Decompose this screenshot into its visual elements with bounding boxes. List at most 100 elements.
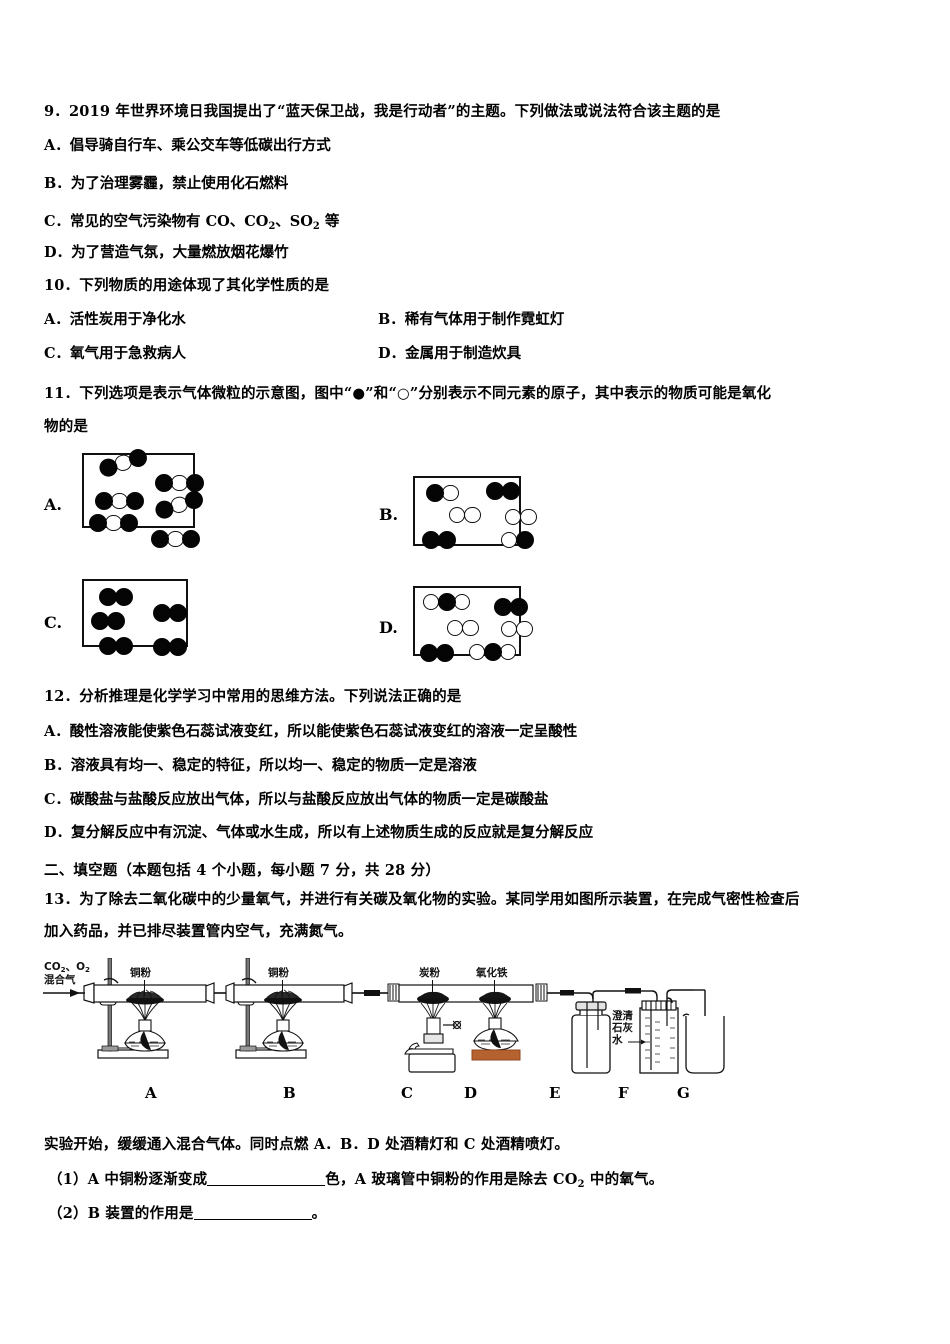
figure-device-letter-e: E bbox=[549, 1084, 561, 1102]
question-11-stem-line2: 物的是 bbox=[44, 418, 89, 435]
question-10-option-d[interactable]: D．金属用于制造炊具 bbox=[378, 345, 522, 362]
question-12-option-c[interactable]: C．碳酸盐与盐酸反应放出气体，所以与盐酸反应放出气体的物质一定是碳酸盐 bbox=[44, 791, 549, 808]
question-10-option-b[interactable]: B．稀有气体用于制作霓虹灯 bbox=[378, 311, 565, 328]
question-9-option-a[interactable]: A．倡导骑自行车、乘公交车等低碳出行方式 bbox=[44, 137, 331, 154]
atom-black bbox=[186, 474, 204, 492]
figure-label-copper-powder-a: 铜粉 bbox=[130, 967, 151, 979]
atom-black bbox=[114, 637, 133, 655]
atom-white bbox=[448, 506, 466, 524]
answer-blank-1[interactable] bbox=[207, 1171, 326, 1186]
atom-black bbox=[168, 638, 187, 656]
atom-black bbox=[114, 588, 133, 606]
atom-white bbox=[462, 619, 479, 637]
atom-black bbox=[126, 492, 144, 510]
atom-white bbox=[446, 619, 464, 637]
question-12-stem: 12．分析推理是化学学习中常用的思维方法。下列说法正确的是 bbox=[44, 688, 462, 705]
question-11-option-c-diagram[interactable] bbox=[82, 579, 188, 656]
question-12-option-d[interactable]: D．复分解反应中有沉淀、气体或水生成，所以有上述物质生成的反应就是复分解反应 bbox=[44, 824, 594, 841]
question-12-option-b[interactable]: B．溶液具有均一、稳定的特征，所以均一、稳定的物质一定是溶液 bbox=[44, 757, 477, 774]
question-13-stem-line1: 13．为了除去二氧化碳中的少量氧气，并进行有关碳及氧化物的实验。某同学用如图所示… bbox=[44, 891, 800, 908]
figure-label-iron-oxide: 氧化铁 bbox=[476, 967, 508, 979]
question-12-option-a[interactable]: A．酸性溶液能使紫色石蕊试液变红，所以能使紫色石蕊试液变红的溶液一定呈酸性 bbox=[44, 723, 578, 740]
molecule-ww bbox=[499, 619, 533, 638]
molecule-bwb bbox=[152, 488, 206, 521]
molecule-bwb bbox=[88, 513, 138, 532]
question-11-option-a-label: A. bbox=[44, 495, 62, 514]
question-11-option-d-label: D. bbox=[379, 618, 398, 637]
atom-white bbox=[500, 531, 518, 549]
answer-blank-2[interactable] bbox=[193, 1205, 312, 1220]
question-11-option-b-label: B. bbox=[379, 505, 399, 524]
atom-white bbox=[464, 506, 481, 524]
figure-inlet-label-line1: CO2、O2 bbox=[44, 961, 91, 974]
figure-label-copper-powder-b: 铜粉 bbox=[268, 967, 289, 979]
figure-device-letter-a: A bbox=[145, 1084, 157, 1102]
molecule-bb bbox=[419, 643, 454, 662]
molecule-bb bbox=[98, 636, 133, 655]
atom-black bbox=[120, 514, 138, 532]
question-9-option-b[interactable]: B．为了治理雾霾，禁止使用化石燃料 bbox=[44, 175, 289, 192]
molecule-ww bbox=[503, 507, 537, 526]
leader-line-copper-a bbox=[144, 980, 145, 996]
atom-black bbox=[509, 598, 528, 616]
atom-black bbox=[89, 514, 107, 532]
question-13-after-figure: 实验开始，缓缓通入混合气体。同时点燃 A．B．D 处酒精灯和 C 处酒精喷灯。 bbox=[44, 1136, 570, 1153]
molecule-bw bbox=[425, 483, 459, 502]
molecule-bb bbox=[485, 481, 520, 500]
atom-white bbox=[516, 620, 533, 638]
molecule-bwb bbox=[154, 473, 204, 492]
question-11-option-a-diagram[interactable] bbox=[82, 446, 206, 548]
atom-white bbox=[520, 508, 537, 526]
molecule-bwb bbox=[96, 446, 150, 479]
question-11-option-d-diagram[interactable] bbox=[413, 586, 533, 662]
question-13-sub2: （2）B 装置的作用是。 bbox=[48, 1205, 327, 1222]
section-2-header: 二、填空题（本题包括 4 个小题，每小题 7 分，共 28 分） bbox=[44, 862, 441, 879]
atom-black bbox=[515, 531, 534, 549]
question-11-stem-line1: 11．下列选项是表示气体微粒的示意图，图中“●”和“○”分别表示不同元素的原子，… bbox=[44, 385, 772, 402]
figure-device-letter-g: G bbox=[677, 1084, 690, 1102]
atom-black bbox=[106, 612, 125, 630]
question-9-option-d[interactable]: D．为了营造气氛，大量燃放烟花爆竹 bbox=[44, 244, 289, 261]
atom-black bbox=[435, 644, 454, 662]
question-9-option-c[interactable]: C．常见的空气污染物有 CO、CO2、SO2 等 bbox=[44, 213, 340, 232]
question-13-sub1: （1）A 中铜粉逐渐变成色，A 玻璃管中铜粉的作用是除去 CO2 中的氧气。 bbox=[48, 1171, 664, 1190]
question-10-stem: 10．下列物质的用途体现了其化学性质的是 bbox=[44, 277, 330, 294]
figure-device-letter-b: B bbox=[283, 1084, 296, 1102]
question-11-option-c-label: C. bbox=[44, 613, 63, 632]
atom-black bbox=[151, 530, 169, 548]
question-10-option-a[interactable]: A．活性炭用于净化水 bbox=[44, 311, 186, 328]
molecule-bb bbox=[421, 530, 456, 549]
figure-label-limewater: 澄清石灰水 bbox=[612, 1010, 633, 1046]
atom-white bbox=[504, 508, 522, 526]
molecule-bb bbox=[152, 603, 187, 622]
leader-line-iron-oxide bbox=[494, 980, 495, 996]
atom-white bbox=[499, 643, 517, 661]
atom-black bbox=[437, 593, 456, 611]
question-10-option-c[interactable]: C．氧气用于急救病人 bbox=[44, 345, 187, 362]
figure-device-letter-c: C bbox=[401, 1084, 413, 1102]
atom-black bbox=[155, 474, 173, 492]
molecule-ww bbox=[447, 505, 481, 524]
figure-inlet-label-line2: 混合气 bbox=[44, 974, 76, 986]
molecule-wbw bbox=[467, 642, 517, 661]
atom-white bbox=[442, 484, 459, 502]
atom-black bbox=[501, 482, 520, 500]
atom-black bbox=[95, 492, 113, 510]
molecule-wbw bbox=[421, 592, 471, 611]
molecule-bb bbox=[152, 637, 187, 656]
atom-white bbox=[453, 593, 471, 611]
atom-white bbox=[422, 593, 440, 611]
molecule-bb bbox=[98, 587, 133, 606]
question-11-option-b-diagram[interactable] bbox=[413, 476, 537, 549]
atom-black bbox=[437, 531, 456, 549]
atom-black bbox=[182, 530, 200, 548]
molecule-ww bbox=[445, 618, 479, 637]
apparatus-svg bbox=[43, 958, 725, 1074]
atom-black bbox=[426, 484, 444, 502]
molecule-bb bbox=[90, 611, 125, 630]
molecule-bb bbox=[493, 597, 528, 616]
molecule-bwb bbox=[150, 529, 200, 548]
molecule-bwb bbox=[94, 491, 144, 510]
atom-black bbox=[168, 604, 187, 622]
